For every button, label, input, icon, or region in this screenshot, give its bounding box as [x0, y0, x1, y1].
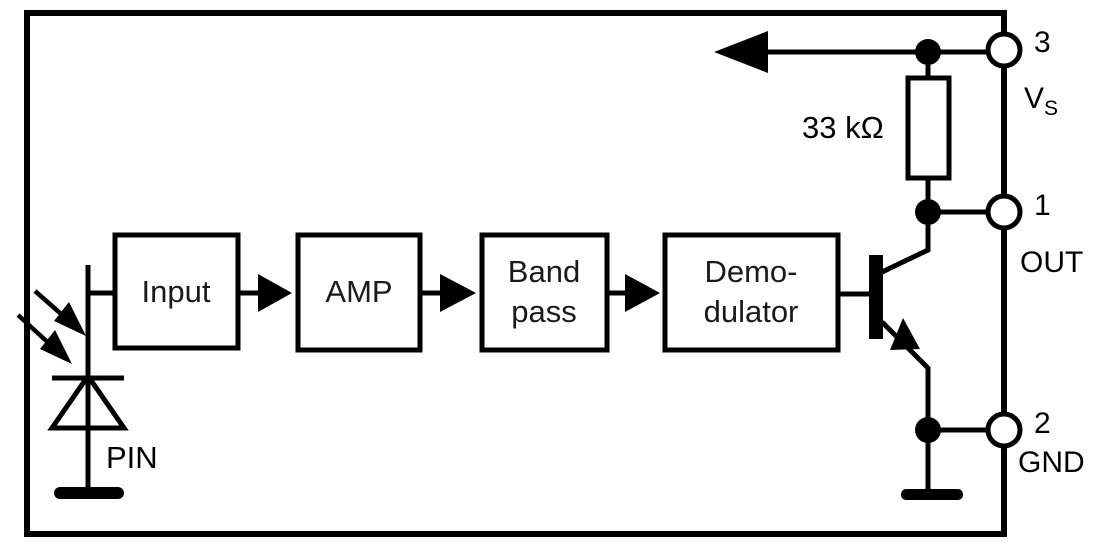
terminal-pin-2[interactable]: [985, 411, 1023, 449]
terminal-name-gnd: GND: [1018, 446, 1085, 479]
terminal-name-out: OUT: [1020, 246, 1083, 279]
supply-current-arrow-icon: [714, 31, 768, 73]
terminal-pin-1[interactable]: [985, 193, 1023, 231]
transistor-base-bar: [869, 255, 883, 339]
block-amp[interactable]: [295, 232, 423, 353]
terminal-pin-3[interactable]: [985, 31, 1023, 69]
block-label-bandpass-line1: Band: [508, 254, 580, 289]
block-label-input: Input: [142, 274, 211, 309]
signal-flow-arrow-icon-1: [258, 274, 292, 312]
block-bandpass[interactable]: [479, 232, 610, 353]
terminal-number-2: 2: [1034, 407, 1051, 440]
photodiode-triangle: [47, 371, 129, 431]
incident-light-arrows-icon: [16, 289, 86, 364]
block-input[interactable]: [112, 232, 241, 351]
terminal-name-vs-main: V: [1024, 82, 1044, 115]
resistor-33k-body: [905, 75, 952, 181]
block-label-amp: AMP: [325, 274, 392, 309]
block-label-bandpass-line2: pass: [511, 294, 576, 329]
transistor-collector-wire: [880, 212, 931, 275]
terminal-name-vs: VS: [1024, 82, 1058, 120]
terminal-number-1: 1: [1034, 189, 1051, 222]
ground-symbol-icon-left: [54, 487, 124, 499]
block-label-demodulator-line1: Demo-: [704, 254, 797, 289]
photodiode-label: PIN: [106, 440, 158, 475]
junction-dot-supply: [915, 39, 941, 65]
terminal-number-3: 3: [1034, 26, 1051, 59]
block-label-demodulator-line2: dulator: [704, 294, 799, 329]
signal-flow-arrow-icon-2: [440, 274, 476, 312]
ground-symbol-icon-right: [901, 489, 963, 500]
resistor-value-label: 33 kΩ: [802, 110, 884, 145]
block-demodulator[interactable]: [662, 232, 841, 353]
signal-flow-arrow-icon-3: [625, 274, 660, 312]
transistor-emitter-arrow-icon: [890, 318, 920, 350]
terminal-name-vs-subscript: S: [1044, 97, 1058, 120]
